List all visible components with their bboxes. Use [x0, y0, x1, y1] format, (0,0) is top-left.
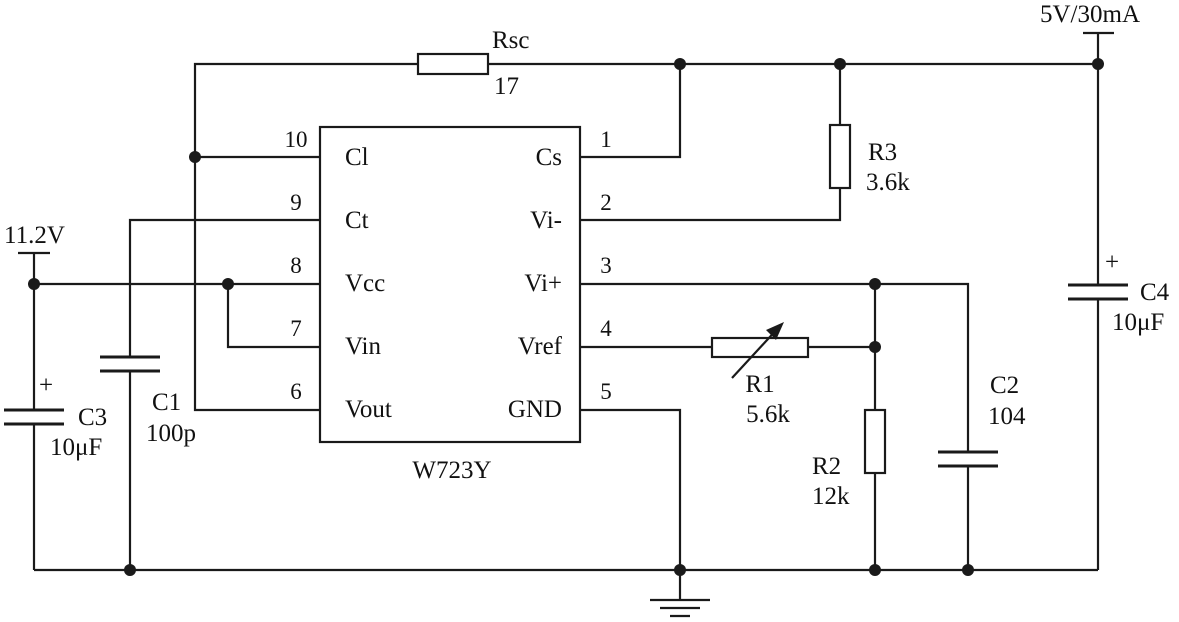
junction-dot	[962, 564, 974, 576]
capacitor-c2	[938, 450, 998, 468]
pin-number: 5	[600, 379, 612, 404]
junction-dot	[189, 151, 201, 163]
resistor-rsc	[416, 52, 490, 76]
wires	[18, 31, 1114, 618]
c1-name: C1	[152, 389, 181, 416]
pin-number: 8	[290, 253, 302, 278]
pin-label: Ct	[345, 207, 369, 234]
c4-name: C4	[1140, 279, 1170, 306]
capacitor-c4	[1068, 283, 1128, 301]
pin-label: Vi+	[524, 270, 562, 297]
pin-number: 6	[290, 379, 302, 404]
pin-number: 1	[600, 127, 612, 152]
junction-dot	[869, 564, 881, 576]
pin-label: Vout	[345, 396, 392, 423]
rsc-value: 17	[494, 73, 519, 100]
c3-polarity: +	[39, 372, 53, 399]
r2-value: 12k	[812, 483, 850, 510]
c4-polarity: +	[1105, 249, 1119, 276]
capacitor-c1	[100, 355, 160, 373]
c1-value: 100p	[146, 420, 196, 447]
junction-dot	[674, 564, 686, 576]
r3-name: R3	[868, 139, 897, 166]
junction-dot	[869, 278, 881, 290]
pin-label: Vcc	[345, 270, 385, 297]
pin-number: 10	[285, 127, 308, 152]
pin-label: Vin	[345, 333, 381, 360]
output-voltage-label: 5V/30mA	[1040, 1, 1140, 28]
pin-label: Vi-	[530, 207, 562, 234]
c3-value: 10μF	[50, 434, 102, 461]
input-voltage-label: 11.2V	[4, 222, 65, 249]
ic-name: W723Y	[412, 457, 491, 484]
pin-label: Cs	[536, 144, 562, 171]
r3-value: 3.6k	[866, 169, 910, 196]
junction-dot	[674, 58, 686, 70]
c4-value: 10μF	[1112, 309, 1164, 336]
junction-dot	[869, 341, 881, 353]
rsc-name: Rsc	[492, 27, 530, 54]
r1-value: 5.6k	[746, 401, 790, 428]
pin-label: Cl	[345, 144, 369, 171]
pin-number: 3	[600, 253, 612, 278]
junction-dot	[28, 278, 40, 290]
junction-dot	[124, 564, 136, 576]
pin-number: 4	[600, 316, 612, 341]
junction-dot	[222, 278, 234, 290]
potentiometer-r1	[710, 322, 810, 379]
resistor-r3	[828, 123, 852, 190]
pin-label: GND	[508, 396, 562, 423]
capacitor-c3	[4, 408, 64, 426]
r2-name: R2	[812, 453, 841, 480]
r1-name: R1	[745, 371, 774, 398]
pin-number: 9	[290, 190, 302, 215]
c3-name: C3	[78, 404, 107, 431]
pin-label: Vref	[518, 333, 563, 360]
junction-dot	[834, 58, 846, 70]
resistor-r2	[863, 408, 887, 475]
junction-dot	[1092, 58, 1104, 70]
c2-value: 104	[988, 403, 1026, 430]
ic-body	[318, 125, 582, 444]
pin-number: 2	[600, 190, 612, 215]
pin-number: 7	[290, 316, 302, 341]
junctions	[28, 58, 1104, 576]
c2-name: C2	[990, 372, 1019, 399]
